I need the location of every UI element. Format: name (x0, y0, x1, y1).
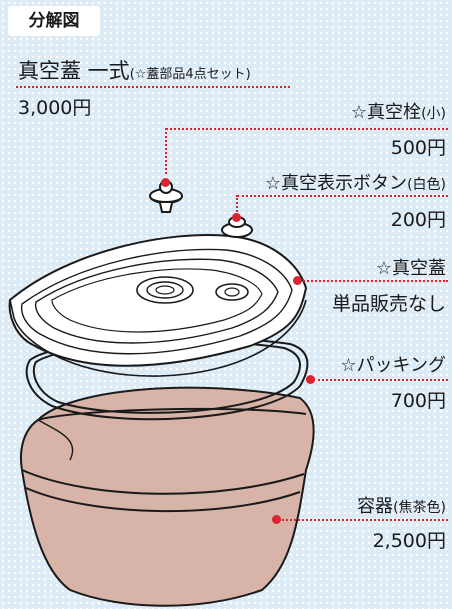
diagram-badge: 分解図 (8, 6, 100, 36)
part-price-vacuum-plug: 500円 (390, 137, 446, 159)
marker-dot-lid (293, 276, 302, 285)
part-name: ☆真空栓 (350, 102, 422, 123)
part-price-packing: 700円 (390, 390, 446, 412)
connector-button-h (237, 195, 448, 197)
title-underline (16, 86, 290, 88)
marker-dot-container (272, 515, 281, 524)
part-price-vacuum-button: 200円 (390, 209, 446, 231)
connector-plug-h (166, 128, 448, 130)
part-name: ☆真空蓋 (375, 258, 446, 279)
part-name: ☆真空表示ボタン (264, 173, 408, 194)
connector-packing (313, 379, 448, 381)
marker-dot-plug (161, 178, 170, 187)
part-label-vacuum-lid: ☆真空蓋 (376, 254, 446, 280)
marker-dot-button (232, 213, 241, 222)
marker-dot-packing (306, 375, 315, 384)
part-label-vacuum-plug: ☆真空栓(小) (351, 98, 446, 124)
part-suffix: (小) (421, 106, 446, 122)
container-drawing (20, 386, 315, 607)
part-price-vacuum-lid: 単品販売なし (331, 293, 446, 315)
part-name: ☆パッキング (340, 355, 446, 376)
part-name: 容器 (357, 496, 394, 517)
set-title-note: (☆蓋部品4点セット) (129, 67, 251, 82)
vacuum-plug-drawing (149, 180, 183, 213)
part-price-container: 2,500円 (372, 530, 446, 552)
connector-lid (300, 280, 448, 282)
set-title-main: 真空蓋 一式 (18, 59, 130, 83)
part-suffix: (焦茶色) (393, 500, 446, 516)
part-label-vacuum-button: ☆真空表示ボタン(白色) (265, 169, 446, 195)
part-label-packing: ☆パッキング (340, 351, 446, 377)
set-title: 真空蓋 一式(☆蓋部品4点セット) (18, 55, 251, 85)
connector-button-v (236, 195, 238, 215)
part-suffix: (白色) (407, 177, 446, 193)
connector-container (279, 519, 448, 521)
set-price: 3,000円 (18, 97, 92, 119)
connector-plug-v (165, 128, 167, 174)
lid-drawing (8, 233, 308, 377)
part-label-container: 容器(焦茶色) (357, 492, 446, 518)
